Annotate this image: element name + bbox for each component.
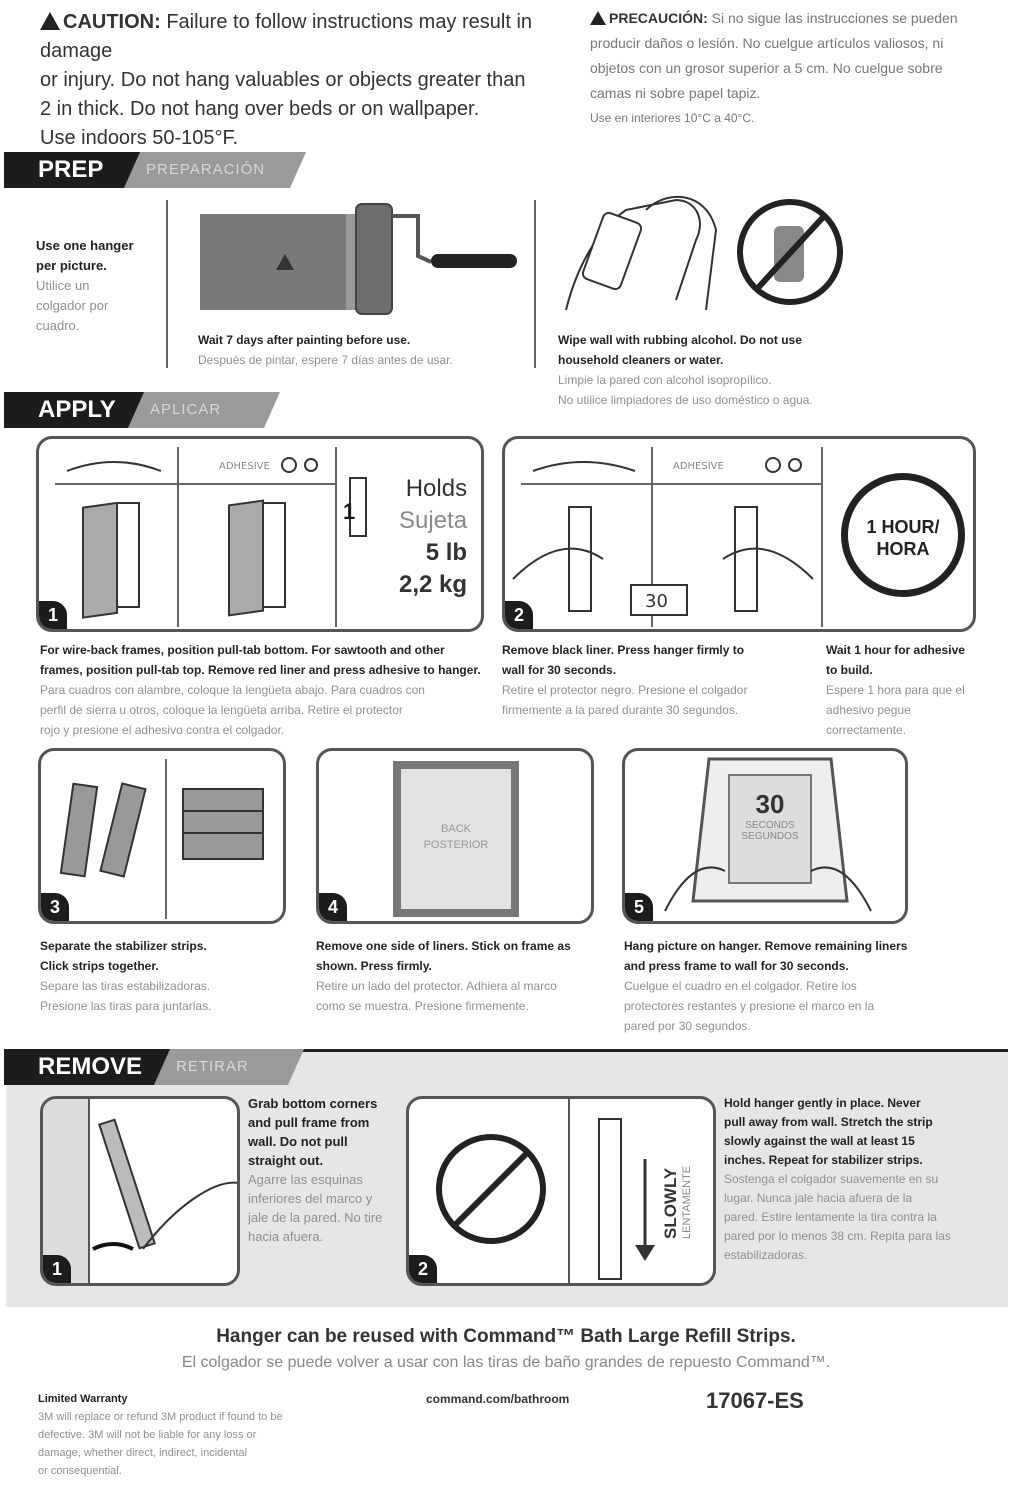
divider: [534, 200, 536, 368]
one-hanger-text: Use one hanger per picture. Utilice un c…: [36, 238, 134, 333]
step-number-2: 2: [505, 601, 533, 629]
frame-back-illustration: BACK POSTERIOR: [393, 761, 519, 917]
svg-text:ADHESIVE: ADHESIVE: [673, 461, 724, 472]
seconds-timer: 30 SECONDS SEGUNDOS: [741, 789, 799, 842]
step-number-1: 1: [39, 601, 67, 629]
paint-roller-illustration: [200, 203, 517, 315]
remove-title: REMOVE: [4, 1049, 182, 1085]
step-number-3: 3: [41, 893, 69, 921]
warning-icon: [590, 11, 606, 25]
apply-step4-panel: BACK POSTERIOR 4: [316, 748, 594, 924]
warranty-text: Limited Warranty 3M will replace or refu…: [38, 1393, 283, 1477]
remove-subtitle: RETIRAR: [154, 1049, 304, 1085]
holds-weight: Holds Sujeta 5 lb 2,2 kg: [399, 475, 468, 598]
caution-es: PRECAUCIÓN: Si no sigue las instruccione…: [590, 10, 958, 125]
svg-text:ADHESIVE: ADHESIVE: [219, 461, 270, 472]
stretch-strip-illustration: [436, 1099, 655, 1283]
step5-caption: Hang picture on hanger. Remove remaining…: [624, 939, 908, 1033]
apply-banner: APPLY APLICAR: [4, 392, 279, 428]
strips-together-illustration: [182, 788, 264, 860]
slowly-label: SLOWLY LENTAMENTE: [661, 1165, 693, 1239]
website-link[interactable]: command.com/bathroom: [426, 1392, 570, 1406]
hanger-liner-illustration: ADHESIVE: [219, 457, 318, 617]
wipe-text: Wipe wall with rubbing alcohol. Do not u…: [558, 333, 813, 407]
wipe-wall-illustration: [565, 196, 843, 311]
hang-frame-illustration: [664, 757, 872, 912]
pull-frame-illustration: [43, 1099, 237, 1283]
step2-caption: Remove black liner. Press hanger firmly …: [502, 643, 748, 717]
apply-step2-panel: ADHESIVE 30 1 HOUR/ HORA 2: [502, 436, 976, 632]
step3-caption: Separate the stabilizer strips. Click st…: [40, 939, 212, 1013]
strip-icon: [349, 477, 367, 537]
no-cleaner-icon: [737, 199, 843, 305]
prep-title: PREP: [4, 152, 154, 188]
hanger-illustration: [66, 461, 162, 619]
svg-text:30: 30: [645, 591, 668, 612]
prep-banner: PREP PREPARACIÓN: [4, 152, 304, 188]
remove-banner: REMOVE RETIRAR: [4, 1049, 304, 1085]
product-code: 17067-ES: [706, 1388, 804, 1413]
reuse-note-es: El colgador se puede volver a usar con l…: [181, 1354, 831, 1371]
step-number-1: 1: [43, 1255, 71, 1283]
apply-step5-panel: 30 SECONDS SEGUNDOS 5: [622, 748, 908, 924]
wait-text: Wait 7 days after painting before use. D…: [198, 333, 453, 367]
no-pull-icon: [436, 1134, 546, 1244]
apply-step3-panel: 3: [38, 748, 286, 924]
caution-en: CAUTION: Failure to follow instructions …: [40, 11, 533, 149]
step-number-2: 2: [409, 1255, 437, 1283]
reuse-note: Hanger can be reused with Command™ Bath …: [216, 1326, 796, 1347]
apply-step1-panel: ADHESIVE 1 Holds Sujeta 5 lb 2,2 kg 1: [36, 436, 484, 632]
step4-caption: Remove one side of liners. Stick on fram…: [316, 939, 571, 1013]
divider: [166, 200, 168, 368]
apply-subtitle: APLICAR: [128, 392, 280, 428]
remove-step1-caption: Grab bottom corners and pull frame from …: [248, 1096, 383, 1244]
prep-subtitle: PREPARACIÓN: [124, 152, 306, 188]
remove-step2-panel: SLOWLY LENTAMENTE 2: [406, 1096, 716, 1286]
one-hour-clock-icon: 1 HOUR/ HORA: [841, 473, 965, 597]
stabilizer-strips-illustration: [59, 782, 147, 878]
step-number-4: 4: [319, 893, 347, 921]
wait-hour-caption: Wait 1 hour for adhesive to build. Esper…: [826, 643, 965, 737]
press-hanger-illustration: ADHESIVE 30: [512, 457, 814, 616]
apply-title: APPLY: [4, 392, 154, 428]
step1-caption: For wire-back frames, position pull-tab …: [40, 643, 481, 737]
remove-step1-panel: 1: [40, 1096, 240, 1286]
remove-step2-caption: Hold hanger gently in place. Never pull …: [724, 1096, 951, 1262]
step-number-5: 5: [625, 893, 653, 921]
warning-icon: [40, 12, 60, 30]
caution-label: CAUTION:: [63, 11, 161, 33]
